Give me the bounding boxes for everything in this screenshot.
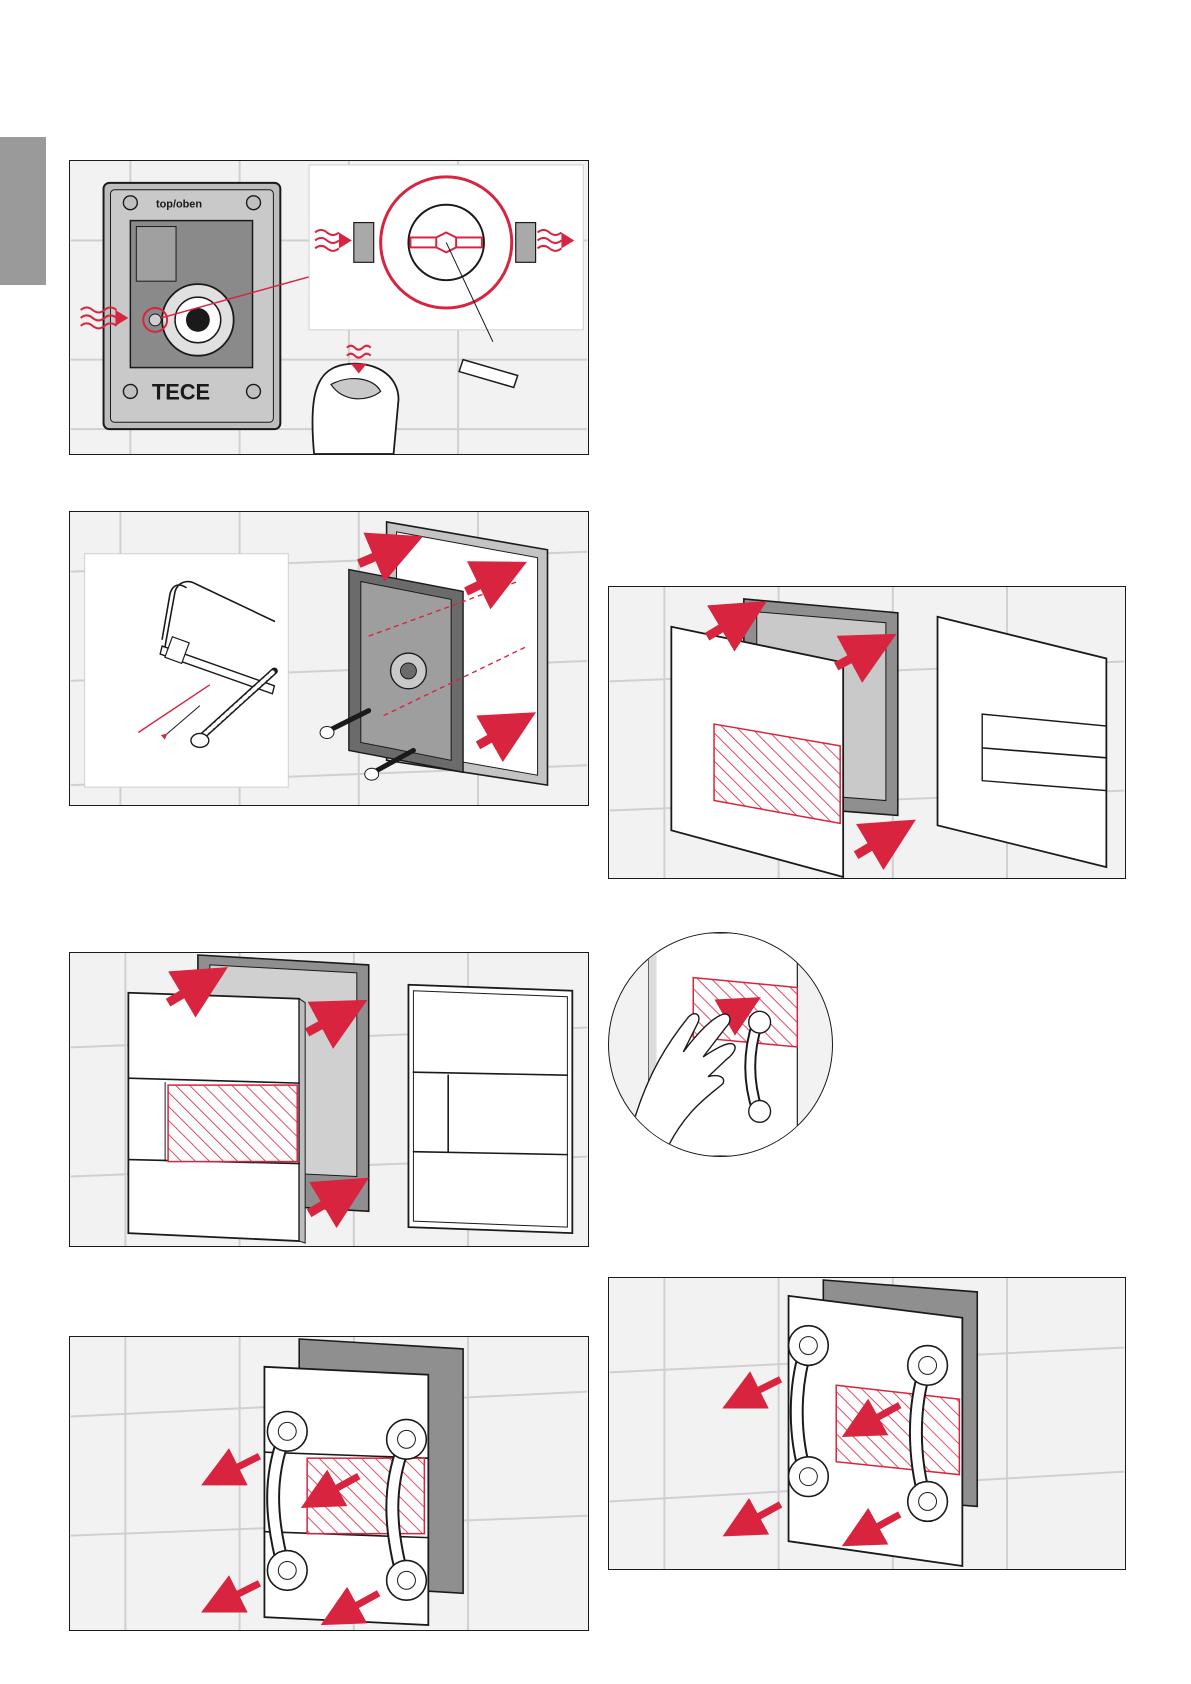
figure-5-illustration [609,587,1125,878]
figure-2-illustration [70,512,588,805]
hex-key-icon [459,360,518,388]
figure-7-panel [608,1277,1126,1570]
figure-1-panel: top/oben TECE [69,160,589,455]
figure-4-illustration [70,1337,588,1630]
section-tab [0,137,46,285]
figure-1-illustration: top/oben TECE [70,161,588,454]
valve-detail-inset [309,165,583,342]
brand-logo: TECE [152,379,210,404]
figure-6-illustration [609,933,832,1156]
hand-icon [312,346,398,454]
figure-2-panel [69,511,589,806]
figure-3-panel [69,952,589,1247]
figure-5-panel [608,586,1126,879]
figure-6-circle [608,932,833,1157]
hacksaw-inset [85,554,289,787]
glass-plate-icon [128,993,305,1243]
flush-box: top/oben TECE [104,183,281,429]
figure-3-illustration [70,953,588,1246]
figure-4-panel [69,1336,589,1631]
figure-7-illustration [609,1278,1125,1569]
reference-plate [938,617,1107,867]
reference-plate [408,985,572,1233]
glass-plate-icon [671,627,843,877]
orientation-label: top/oben [156,199,202,211]
